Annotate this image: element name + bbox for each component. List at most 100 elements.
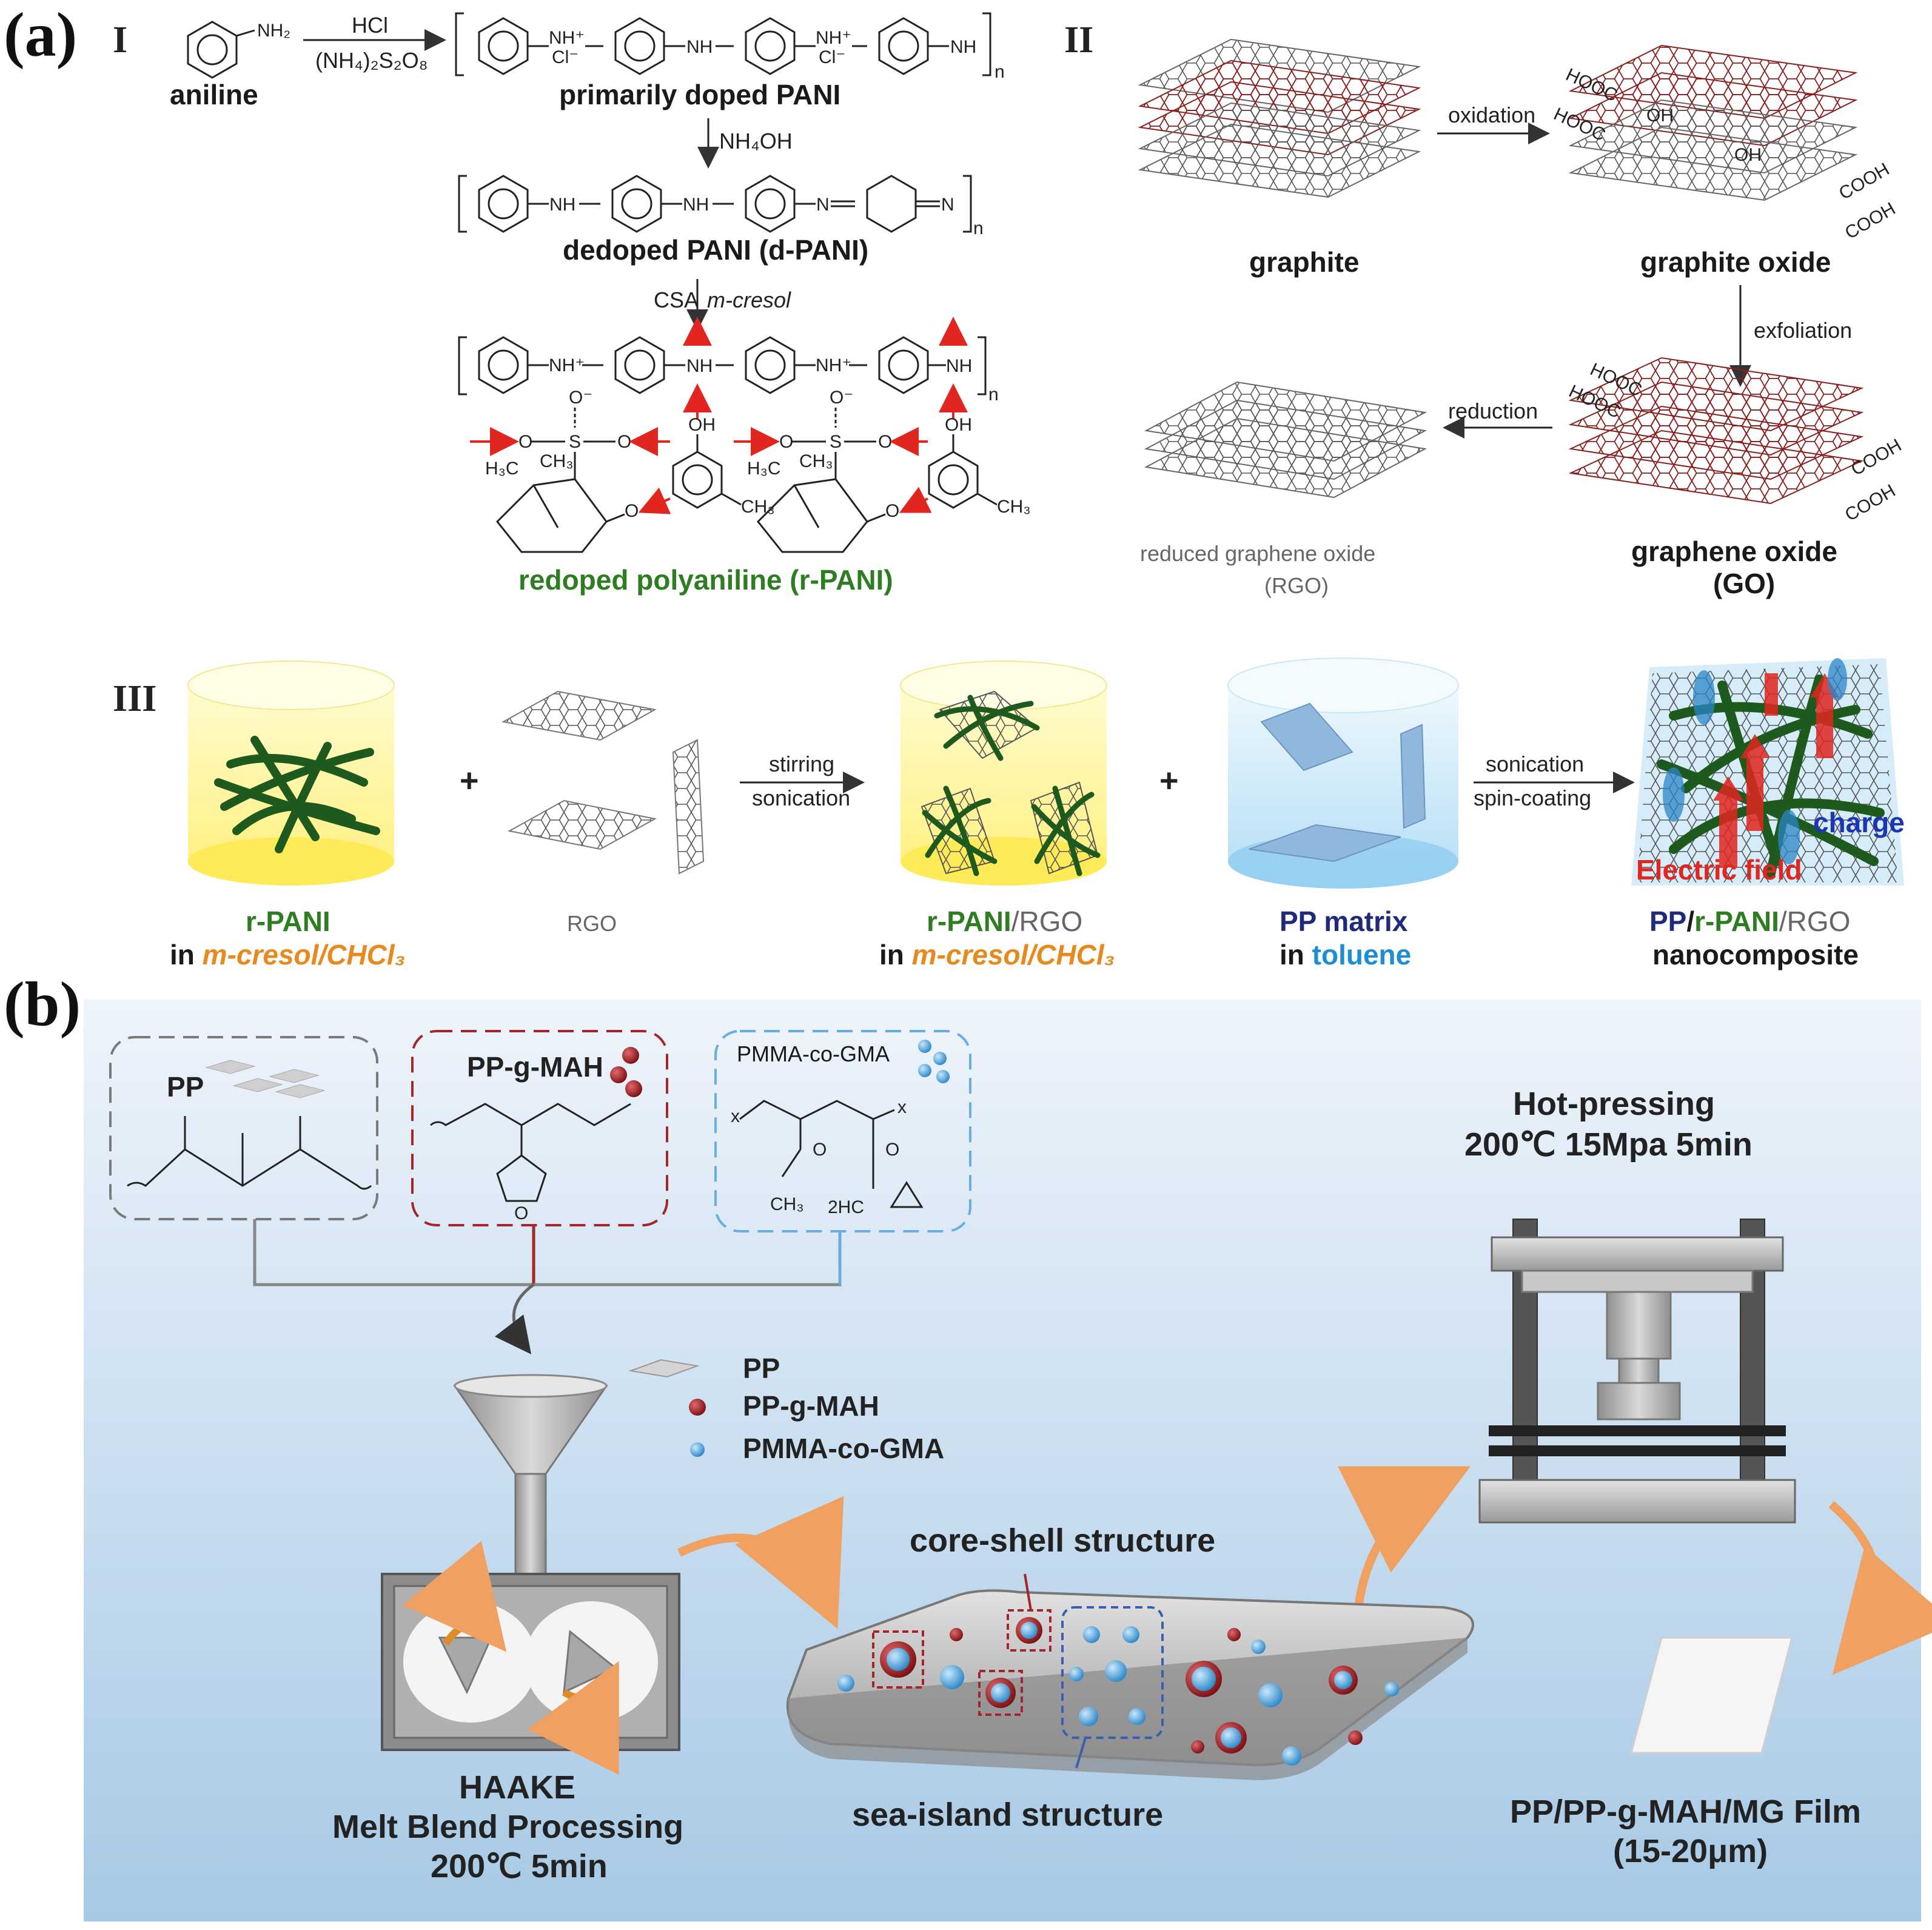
caption-r-pani-rgo-top: r-PANI/RGO [927, 906, 1082, 937]
exfoliation-label: exfoliation [1754, 318, 1852, 343]
reagent-hcl: HCl [352, 13, 388, 38]
o-minus-1: O⁻ [569, 388, 592, 408]
caption-pp-matrix-top: PP matrix [1280, 906, 1408, 937]
sea-island-label: sea-island structure [852, 1797, 1163, 1833]
oh-go-2: OH [1734, 145, 1762, 165]
graphite-label: graphite [1249, 246, 1359, 278]
cooh-go-1: COOH [1836, 159, 1893, 204]
legend-ppgmah-swatch [689, 1399, 706, 1416]
o-1a: O [518, 432, 532, 452]
film-label-2: (15-20μm) [1613, 1833, 1768, 1869]
core-shell-label: core-shell structure [910, 1522, 1215, 1559]
nh-2: NH [950, 37, 976, 57]
beaker-r-pani-rgo [900, 661, 1107, 886]
nh-4: NH [683, 195, 709, 215]
nh-plus-1: NH⁺ [549, 28, 585, 48]
pmma-o-1: O [813, 1140, 827, 1160]
oh-1: OH [688, 415, 716, 435]
film-sheet [1630, 1636, 1793, 1754]
pmma-ch3: CH₃ [770, 1194, 804, 1214]
subscript-n-3: n [988, 385, 999, 405]
caption-rgo: RGO [567, 911, 617, 936]
sonication-label-1: sonication [752, 785, 850, 810]
h3c-2: H₃C [747, 459, 781, 479]
legend-pp-swatch [628, 1359, 700, 1378]
plus-1: + [460, 762, 479, 799]
dedoped-label: dedoped PANI (d-PANI) [563, 234, 868, 266]
n-imine-2: N [941, 195, 954, 215]
reagent-aps: (NH₄)₂S₂O₈ [315, 48, 428, 73]
nh-5: NH [686, 356, 713, 376]
nh-plus-3: NH⁺ [549, 355, 585, 375]
rgo-label-1: reduced graphene oxide [1140, 541, 1375, 566]
graphite-stack [1138, 38, 1421, 198]
caption-r-pani-rgo-bot: in m-cresol/CHCl₃ [879, 939, 1115, 970]
cooh-go-2: COOH [1842, 198, 1899, 243]
mcresol-arrow-label: m-cresol [707, 287, 791, 312]
s-1: S [569, 432, 581, 452]
pmma-x-2: x [897, 1097, 907, 1117]
caption-r-pani-bot: in m-cresol/CHCl₃ [170, 939, 406, 970]
ch3-cresol-2: CH₃ [997, 497, 1031, 517]
haake-mixer [381, 1374, 680, 1775]
pmma-x-1: x [731, 1106, 740, 1126]
feed-connectors [253, 1219, 842, 1354]
ppgmah-o: O [514, 1203, 528, 1223]
pp-box: PP [109, 1036, 378, 1220]
sonication-label-2: sonication [1486, 751, 1584, 776]
nh4oh-label: NH₄OH [719, 129, 793, 153]
caption-nanocomposite-bot: nanocomposite [1652, 939, 1859, 970]
subscript-n-2: n [973, 218, 984, 238]
h3c-1: H₃C [485, 459, 519, 479]
beaker-r-pani [187, 661, 395, 886]
part-II-label: II [1064, 19, 1093, 61]
haake-label-1: HAAKE [459, 1769, 575, 1806]
csa-label: CSA [654, 287, 699, 312]
oh-2: OH [945, 415, 972, 435]
graphene-oxide-sheet: HOOC HOOC COOH COOH [1566, 357, 1905, 525]
oxidation-label: oxidation [1448, 103, 1535, 127]
legend-ppgmah-label: PP-g-MAH [743, 1390, 879, 1422]
rgo-flakes [501, 690, 705, 875]
beaker-pp-matrix [1227, 657, 1459, 889]
stirring-label: stirring [769, 751, 834, 776]
nanocomposite-illustration: charge Electric field [1631, 658, 1905, 886]
hot-pressing-label-2: 200℃ 15Mpa 5min [1464, 1126, 1753, 1163]
pmma-o-2: O [885, 1140, 899, 1160]
caption-nanocomposite-top: PP/r-PANI/RGO [1649, 906, 1850, 937]
panel-b-background [84, 1000, 1921, 1922]
o-2a: O [779, 432, 793, 452]
cooh-go-3: COOH [1848, 435, 1905, 480]
graphite-oxide-stack: HOOC HOOC COOH COOH OH OH [1551, 44, 1899, 243]
aniline-label: aniline [170, 79, 258, 110]
ch3-cresol-1: CH₃ [741, 497, 775, 517]
nh-plus-4: NH⁺ [816, 355, 851, 375]
spin-coating-label: spin-coating [1474, 785, 1591, 810]
graphite-oxide-label: graphite oxide [1640, 246, 1831, 278]
film-label-1: PP/PP-g-MAH/MG Film [1510, 1794, 1861, 1830]
nh-3: NH [549, 195, 575, 215]
csa-cresol-fragment-2: O⁻ S O O H₃C CH₃ O OH CH₃ [734, 388, 1031, 553]
legend-pmma-swatch [690, 1442, 705, 1457]
oh-go-1: OH [1646, 106, 1674, 126]
pp-box-title: PP [167, 1071, 204, 1103]
pmma-co-gma-box: PMMA-co-GMA x x O O CH₃ 2HC [714, 1030, 971, 1232]
cooh-go-4: COOH [1842, 480, 1899, 525]
primarily-doped-label: primarily doped PANI [559, 79, 840, 110]
flow-arrow-1 [677, 1496, 844, 1629]
electric-field-label: Electric field [1636, 854, 1802, 886]
ch3-1: CH₃ [540, 451, 574, 471]
o-1c: O [625, 501, 639, 521]
legend-pmma-label: PMMA-co-GMA [743, 1433, 944, 1464]
graphene-oxide-label-2: (GO) [1713, 568, 1775, 599]
cl-minus-1: Cl⁻ [552, 47, 579, 67]
pmma-box-title: PMMA-co-GMA [737, 1041, 890, 1066]
blend-slab [786, 1573, 1474, 1780]
ch3-2: CH₃ [799, 451, 833, 471]
part-III-label: III [113, 678, 156, 719]
haake-label-3: 200℃ 5min [431, 1848, 608, 1885]
reduction-label: reduction [1448, 398, 1538, 423]
panel-a-tag: (a) [4, 0, 77, 70]
o-2c: O [885, 501, 899, 521]
